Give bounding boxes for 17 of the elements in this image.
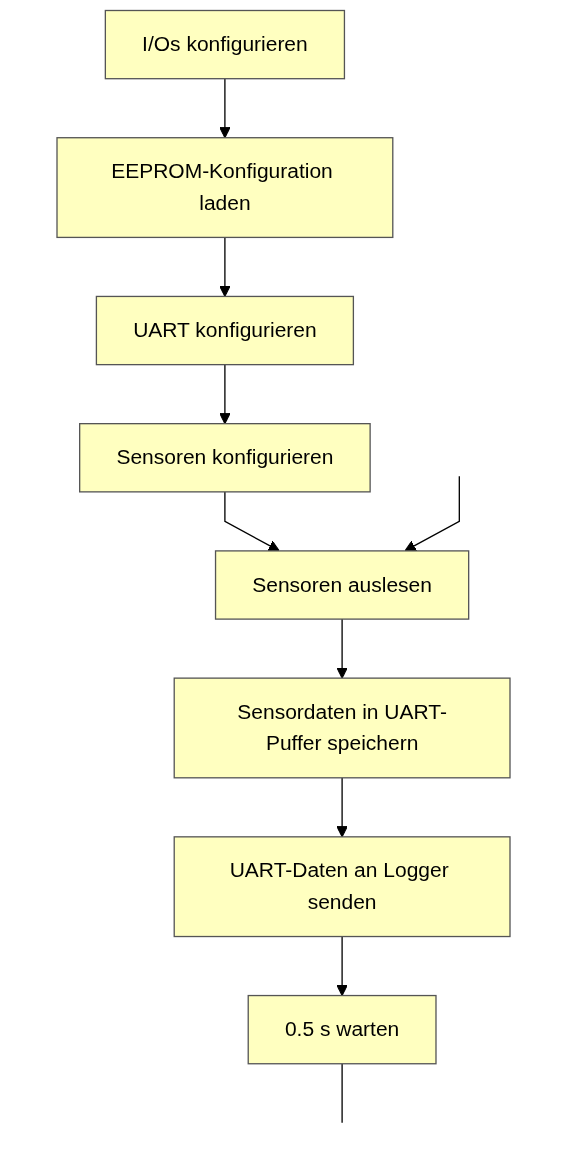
arrow (404, 475, 460, 552)
arrow (219, 236, 231, 297)
node-box: Sensoren auslesen (214, 550, 470, 620)
arrow (224, 491, 280, 552)
node-box: 0.5 s warten (247, 994, 437, 1065)
arrow (219, 364, 231, 425)
arrow (336, 777, 348, 838)
arrow (336, 618, 348, 679)
arrow (219, 78, 231, 139)
node-box: UART-Daten an Logger senden (173, 836, 511, 938)
node-box: EEPROM-Konfiguration laden (56, 137, 394, 239)
arrow (336, 935, 348, 997)
node-box: UART konfigurieren (95, 295, 355, 366)
connector (341, 1063, 343, 1124)
node-box: I/Os konfigurieren (104, 9, 346, 80)
node-box: Sensoren konfigurieren (79, 423, 371, 493)
node-box: Sensordaten in UART-Puffer speichern (173, 677, 511, 779)
